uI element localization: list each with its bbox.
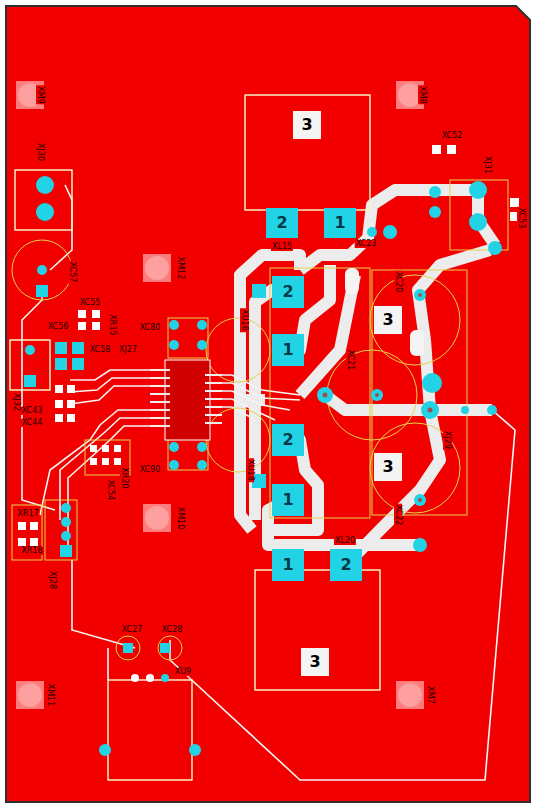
designator-label: XU18 — [246, 458, 254, 482]
pad-number: 2 — [281, 432, 294, 448]
designator-label: XC58 — [89, 346, 112, 354]
designator-label: XJ31 — [483, 155, 491, 175]
designator-label: XU9 — [174, 668, 192, 676]
board-outline — [6, 6, 530, 802]
designator-label: XC43 — [21, 407, 44, 415]
designator-label: XC57 — [68, 261, 76, 284]
designator-label: XR15 — [108, 313, 116, 336]
designator-label: XC90 — [139, 466, 162, 474]
designator-label: XC55 — [79, 299, 102, 307]
designator-label: XJ27 — [118, 346, 138, 354]
signal-traces — [22, 185, 515, 780]
outlines — [10, 95, 380, 780]
designator-label: XC23 — [355, 240, 378, 248]
designator-label: XM12 — [176, 256, 184, 281]
footprints — [10, 95, 508, 780]
designator-label: XJ32 — [12, 392, 20, 412]
designator-label: XC52 — [441, 132, 464, 140]
pads-square — [293, 111, 424, 676]
designator-label: XU16 — [240, 308, 248, 332]
designator-label: XC54 — [106, 479, 114, 502]
pads — [18, 145, 519, 756]
pad-number: 3 — [308, 654, 321, 670]
designator-label: XJ28 — [48, 570, 56, 590]
designator-label: XL20 — [334, 537, 356, 545]
pad-number: 2 — [281, 284, 294, 300]
designator-label: XM11 — [46, 683, 54, 708]
designator-label: XJ30 — [36, 142, 44, 162]
designator-label: XC80 — [139, 324, 162, 332]
designator-label: XC21 — [346, 349, 354, 372]
designator-label: XC20 — [394, 271, 402, 294]
pad-number: 2 — [275, 215, 288, 231]
pad-number: 1 — [281, 557, 294, 573]
mounting-holes — [16, 81, 424, 709]
pad-number: 1 — [281, 342, 294, 358]
pad-number: 1 — [333, 215, 346, 231]
pad-number: 3 — [381, 312, 394, 328]
designator-label: XM8 — [418, 85, 426, 104]
designator-label: XR20 — [120, 466, 128, 489]
designator-label: XM9 — [36, 85, 44, 104]
designator-label: XM7 — [426, 685, 434, 704]
designator-label: XC28 — [161, 626, 184, 634]
pad-number: 2 — [339, 557, 352, 573]
pad-number: 3 — [381, 459, 394, 475]
ic-footprint — [150, 360, 222, 440]
designator-label: XL15 — [271, 243, 293, 251]
designator-label: XR17 — [16, 510, 39, 518]
designator-label: XR18 — [20, 547, 43, 555]
vias — [323, 293, 433, 502]
designator-label: XJ29 — [443, 430, 451, 450]
designator-label: XC27 — [121, 626, 144, 634]
designator-label: XC44 — [21, 419, 44, 427]
designator-label: XC56 — [47, 323, 70, 331]
pad-number: 3 — [300, 117, 313, 133]
designator-label: XC22 — [394, 504, 402, 527]
designator-label: XM10 — [176, 506, 184, 531]
pad-number: 1 — [281, 492, 294, 508]
power-traces — [240, 190, 495, 565]
designator-label: XC53 — [517, 207, 525, 230]
